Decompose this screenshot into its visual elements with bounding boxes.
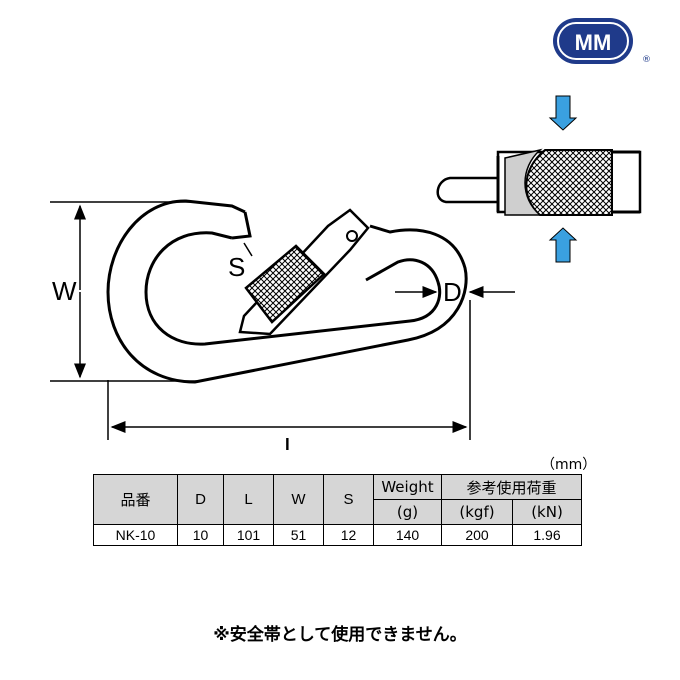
registered-mark: ® [642, 55, 651, 65]
table-row: NK-10 10 101 51 12 140 200 1.96 [93, 524, 582, 546]
header-w: W [273, 474, 324, 525]
carabiner-diagram: MM ® W L D S [50, 18, 651, 450]
cell-weight: 140 [373, 524, 442, 546]
header-s: S [323, 474, 374, 525]
label-l: L [284, 432, 298, 450]
header-weight: Weight [373, 474, 442, 500]
cell-s: 12 [323, 524, 374, 546]
cell-l: 101 [223, 524, 274, 546]
brand-logo: MM ® [553, 18, 651, 65]
label-w: W [52, 276, 77, 306]
screw-gate [238, 208, 370, 336]
header-weight-unit: (g) [373, 499, 442, 525]
header-name: 品番 [93, 474, 178, 525]
cell-w: 51 [273, 524, 324, 546]
header-load-kn: (kN) [512, 499, 582, 525]
cell-kgf: 200 [441, 524, 513, 546]
header-load-kgf: (kgf) [441, 499, 513, 525]
spec-table: 品番 D L W S Weight 参考使用荷重 (g) (kgf) (kN) … [93, 474, 582, 546]
dimension-w: W [50, 201, 200, 382]
dimension-l: L [107, 300, 471, 450]
logo-text: MM [575, 30, 612, 55]
cell-name: NK-10 [93, 524, 178, 546]
lock-detail [436, 148, 642, 216]
cell-kn: 1.96 [512, 524, 582, 546]
label-s: S [228, 252, 245, 282]
safety-warning: ※安全帯として使用できません。 [213, 625, 467, 645]
rotate-down-arrow-icon [548, 95, 578, 131]
header-l: L [223, 474, 274, 525]
dimension-s: S [228, 242, 253, 282]
dimension-d: D [395, 277, 515, 307]
header-load: 参考使用荷重 [441, 474, 582, 500]
label-d: D [443, 277, 462, 307]
header-d: D [177, 474, 224, 525]
spec-unit: （mm） [541, 457, 597, 473]
cell-d: 10 [177, 524, 224, 546]
rotate-up-arrow-icon [548, 227, 578, 263]
